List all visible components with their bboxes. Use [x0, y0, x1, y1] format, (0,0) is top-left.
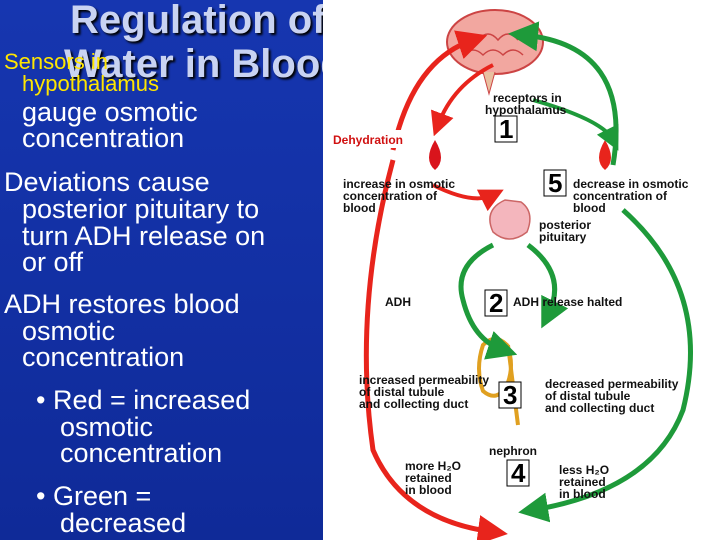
adh-line-3: concentration — [22, 342, 185, 372]
deviations-line-3: turn ADH release on — [22, 221, 266, 251]
label-more-2: retained — [405, 471, 452, 485]
step-number-1: 1 — [499, 114, 513, 144]
label-more-3: in blood — [405, 483, 452, 497]
label-less-2: retained — [559, 475, 606, 489]
label-decrease-2: concentration of — [573, 189, 668, 203]
label-posterior: posterior — [539, 218, 591, 232]
label-decrease-3: blood — [573, 201, 606, 215]
blood-drop-right-icon — [599, 140, 611, 170]
label-increase-1: increase in osmotic — [343, 177, 455, 191]
deviations-line-2: posterior pituitary to — [22, 194, 260, 224]
title-line-1: Regulation of — [70, 0, 326, 42]
label-adh-halted: ADH release halted — [513, 295, 622, 309]
adh-line-2: osmotic — [22, 316, 116, 346]
label-more-1: more H₂O — [405, 459, 461, 473]
label-increase-3: blood — [343, 201, 376, 215]
step-number-2: 2 — [489, 288, 503, 318]
slide-title: Regulation of Water in Blood — [0, 0, 330, 90]
label-pituitary: pituitary — [539, 230, 587, 244]
label-adh: ADH — [385, 295, 411, 309]
red-line-1: • Red = increased — [36, 385, 251, 415]
label-inc-perm-2: of distal tubule — [359, 385, 445, 399]
diagram-svg: receptors in hypothalamus Dehydration in… — [329, 9, 693, 540]
label-less-1: less H₂O — [559, 463, 609, 477]
adh-line-1: ADH restores blood — [4, 289, 240, 319]
label-inc-perm-3: and collecting duct — [359, 397, 468, 411]
label-dec-perm-3: and collecting duct — [545, 401, 654, 415]
green-line-2: decreased — [60, 508, 187, 538]
adh-feedback-diagram: receptors in hypothalamus Dehydration in… — [323, 0, 720, 540]
hypothalamus-text: hypothalamus — [22, 71, 159, 96]
deviations-line-4: or off — [22, 247, 84, 277]
label-inc-perm-1: increased permeability — [359, 373, 489, 387]
sensors-text: Sensors in — [4, 49, 108, 74]
step-number-3: 3 — [503, 380, 517, 410]
red-line-3: concentration — [60, 438, 223, 468]
step-number-4: 4 — [511, 458, 526, 488]
label-receptors-2: hypothalamus — [485, 103, 567, 117]
label-receptors-1: receptors in — [493, 91, 562, 105]
label-less-3: in blood — [559, 487, 606, 501]
gauge-line-1: gauge osmotic — [22, 97, 198, 127]
title-line-2: Water in Blood — [64, 42, 330, 86]
label-nephron: nephron — [489, 444, 537, 458]
label-dec-perm-1: decreased permeability — [545, 377, 679, 391]
label-increase-2: concentration of — [343, 189, 438, 203]
red-line-2: osmotic — [60, 412, 154, 442]
blood-drop-left-icon — [429, 140, 441, 170]
label-dehydration: Dehydration — [333, 133, 403, 147]
gauge-line-2: concentration — [22, 123, 185, 153]
label-dec-perm-2: of distal tubule — [545, 389, 631, 403]
pituitary-icon — [489, 199, 531, 240]
deviations-line-1: Deviations cause — [4, 167, 210, 197]
label-decrease-1: decrease in osmotic — [573, 177, 689, 191]
green-line-1: • Green = — [36, 481, 152, 511]
bullet-text: Sensors in hypothalamus gauge osmotic co… — [0, 0, 330, 540]
step-number-5: 5 — [548, 168, 562, 198]
